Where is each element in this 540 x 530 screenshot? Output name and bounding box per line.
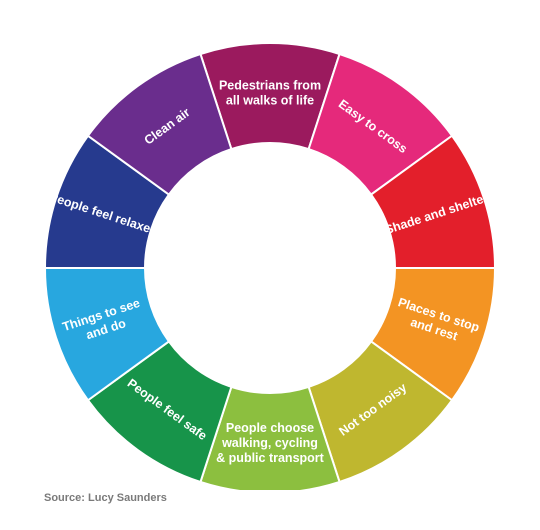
- wheel-segment: Shade and shelter: [369, 134, 497, 269]
- wheel-segment: Easy to cross: [307, 52, 454, 196]
- wheel-segment-shape: [86, 52, 233, 196]
- wheel-segment-label-line: People choose: [226, 421, 314, 435]
- wheel-segment: Clean air: [86, 52, 233, 196]
- wheel-segment: Places to stopand rest: [369, 267, 497, 402]
- wheel-segment-label-line: & public transport: [216, 451, 324, 465]
- wheel-segment-label-line: all walks of life: [226, 94, 314, 108]
- source-caption: Source: Lucy Saunders: [44, 492, 167, 504]
- wheel-segment-label-line: Pedestrians from: [219, 79, 321, 93]
- wheel-segment-label-line: walking, cycling: [221, 436, 318, 450]
- wheel-segment: People feel relaxed: [43, 134, 171, 269]
- wheel-segment: Not too noisy: [307, 340, 454, 484]
- wheel-segment: People feel safe: [86, 340, 233, 484]
